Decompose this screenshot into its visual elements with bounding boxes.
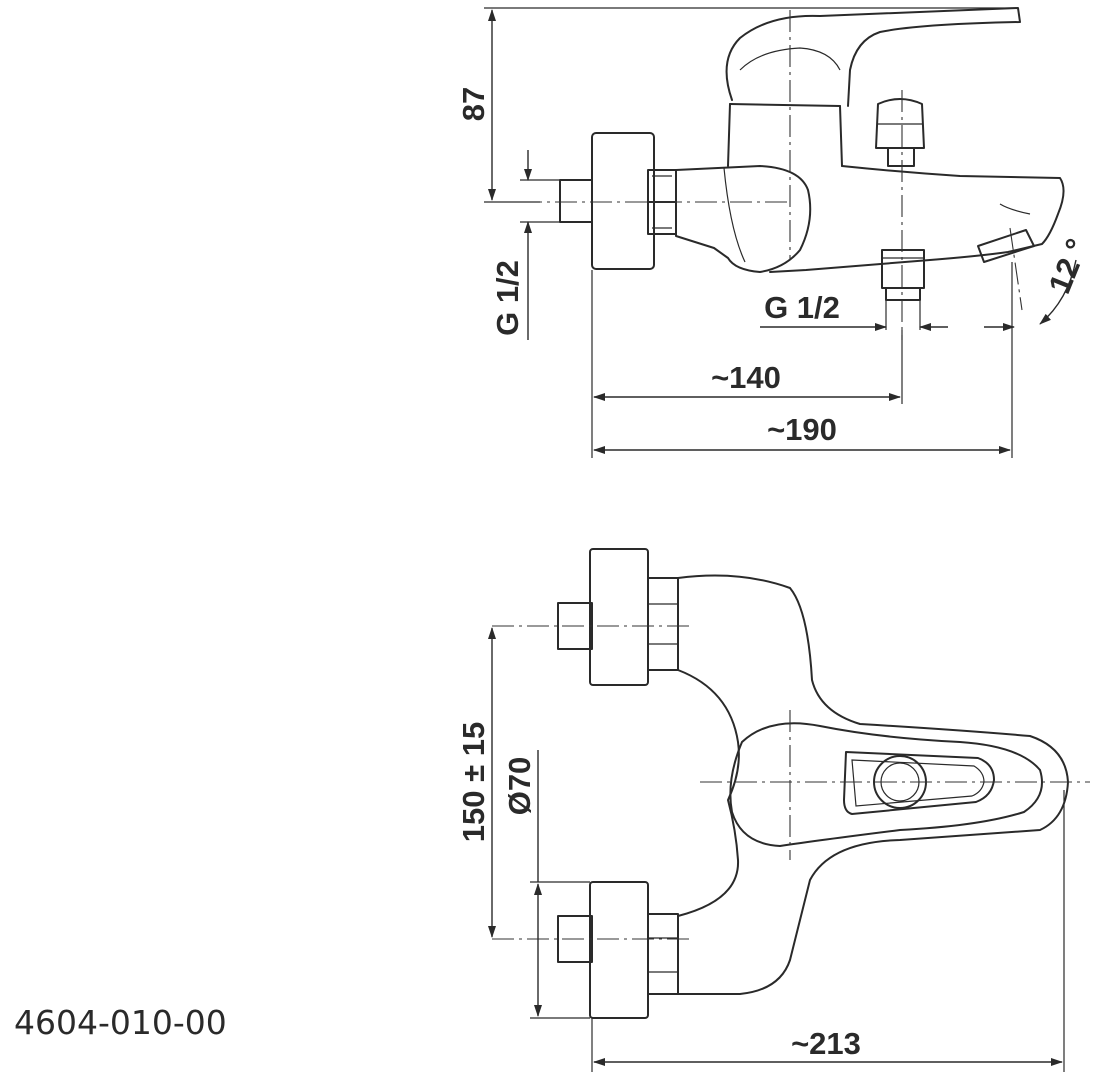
side-spout [769, 165, 1065, 273]
side-view: 87 G 1/2 G 1/2 12 ° ~140 ~190 [456, 7, 1095, 458]
side-lever-handle [725, 7, 1021, 107]
overall-length-dimension: ~213 [791, 1026, 861, 1061]
top-mixer-body [677, 574, 1069, 995]
top-lower-flange [589, 881, 649, 1019]
side-mixer-body [675, 165, 812, 273]
shower-outlet-thread-dimension: G 1/2 [764, 290, 840, 325]
spout-reach-dimension: ~190 [767, 412, 837, 447]
spout-angle-dimension: 12 ° [1042, 234, 1095, 299]
top-view: 150 ± 15 Ø70 ~213 [456, 548, 1090, 1072]
height-dimension: 87 [456, 87, 491, 121]
top-upper-flange [589, 548, 649, 686]
side-flange [591, 132, 655, 270]
inlet-spacing-dimension: 150 ± 15 [456, 722, 491, 842]
side-inlet-stub [559, 179, 593, 223]
outlet-distance-dimension: ~140 [711, 360, 781, 395]
inlet-thread-dimension: G 1/2 [490, 260, 525, 336]
side-diverter-knob [875, 98, 925, 167]
side-cartridge [727, 103, 843, 167]
side-aerator [977, 229, 1035, 263]
top-handle-slot [843, 751, 995, 815]
product-code: 4604-010-00 [14, 1003, 227, 1042]
top-lower-hex-nut [647, 913, 679, 995]
flange-diameter-dimension: Ø70 [502, 757, 537, 816]
top-lever-handle [729, 722, 1043, 847]
top-upper-hex-nut [647, 577, 679, 671]
